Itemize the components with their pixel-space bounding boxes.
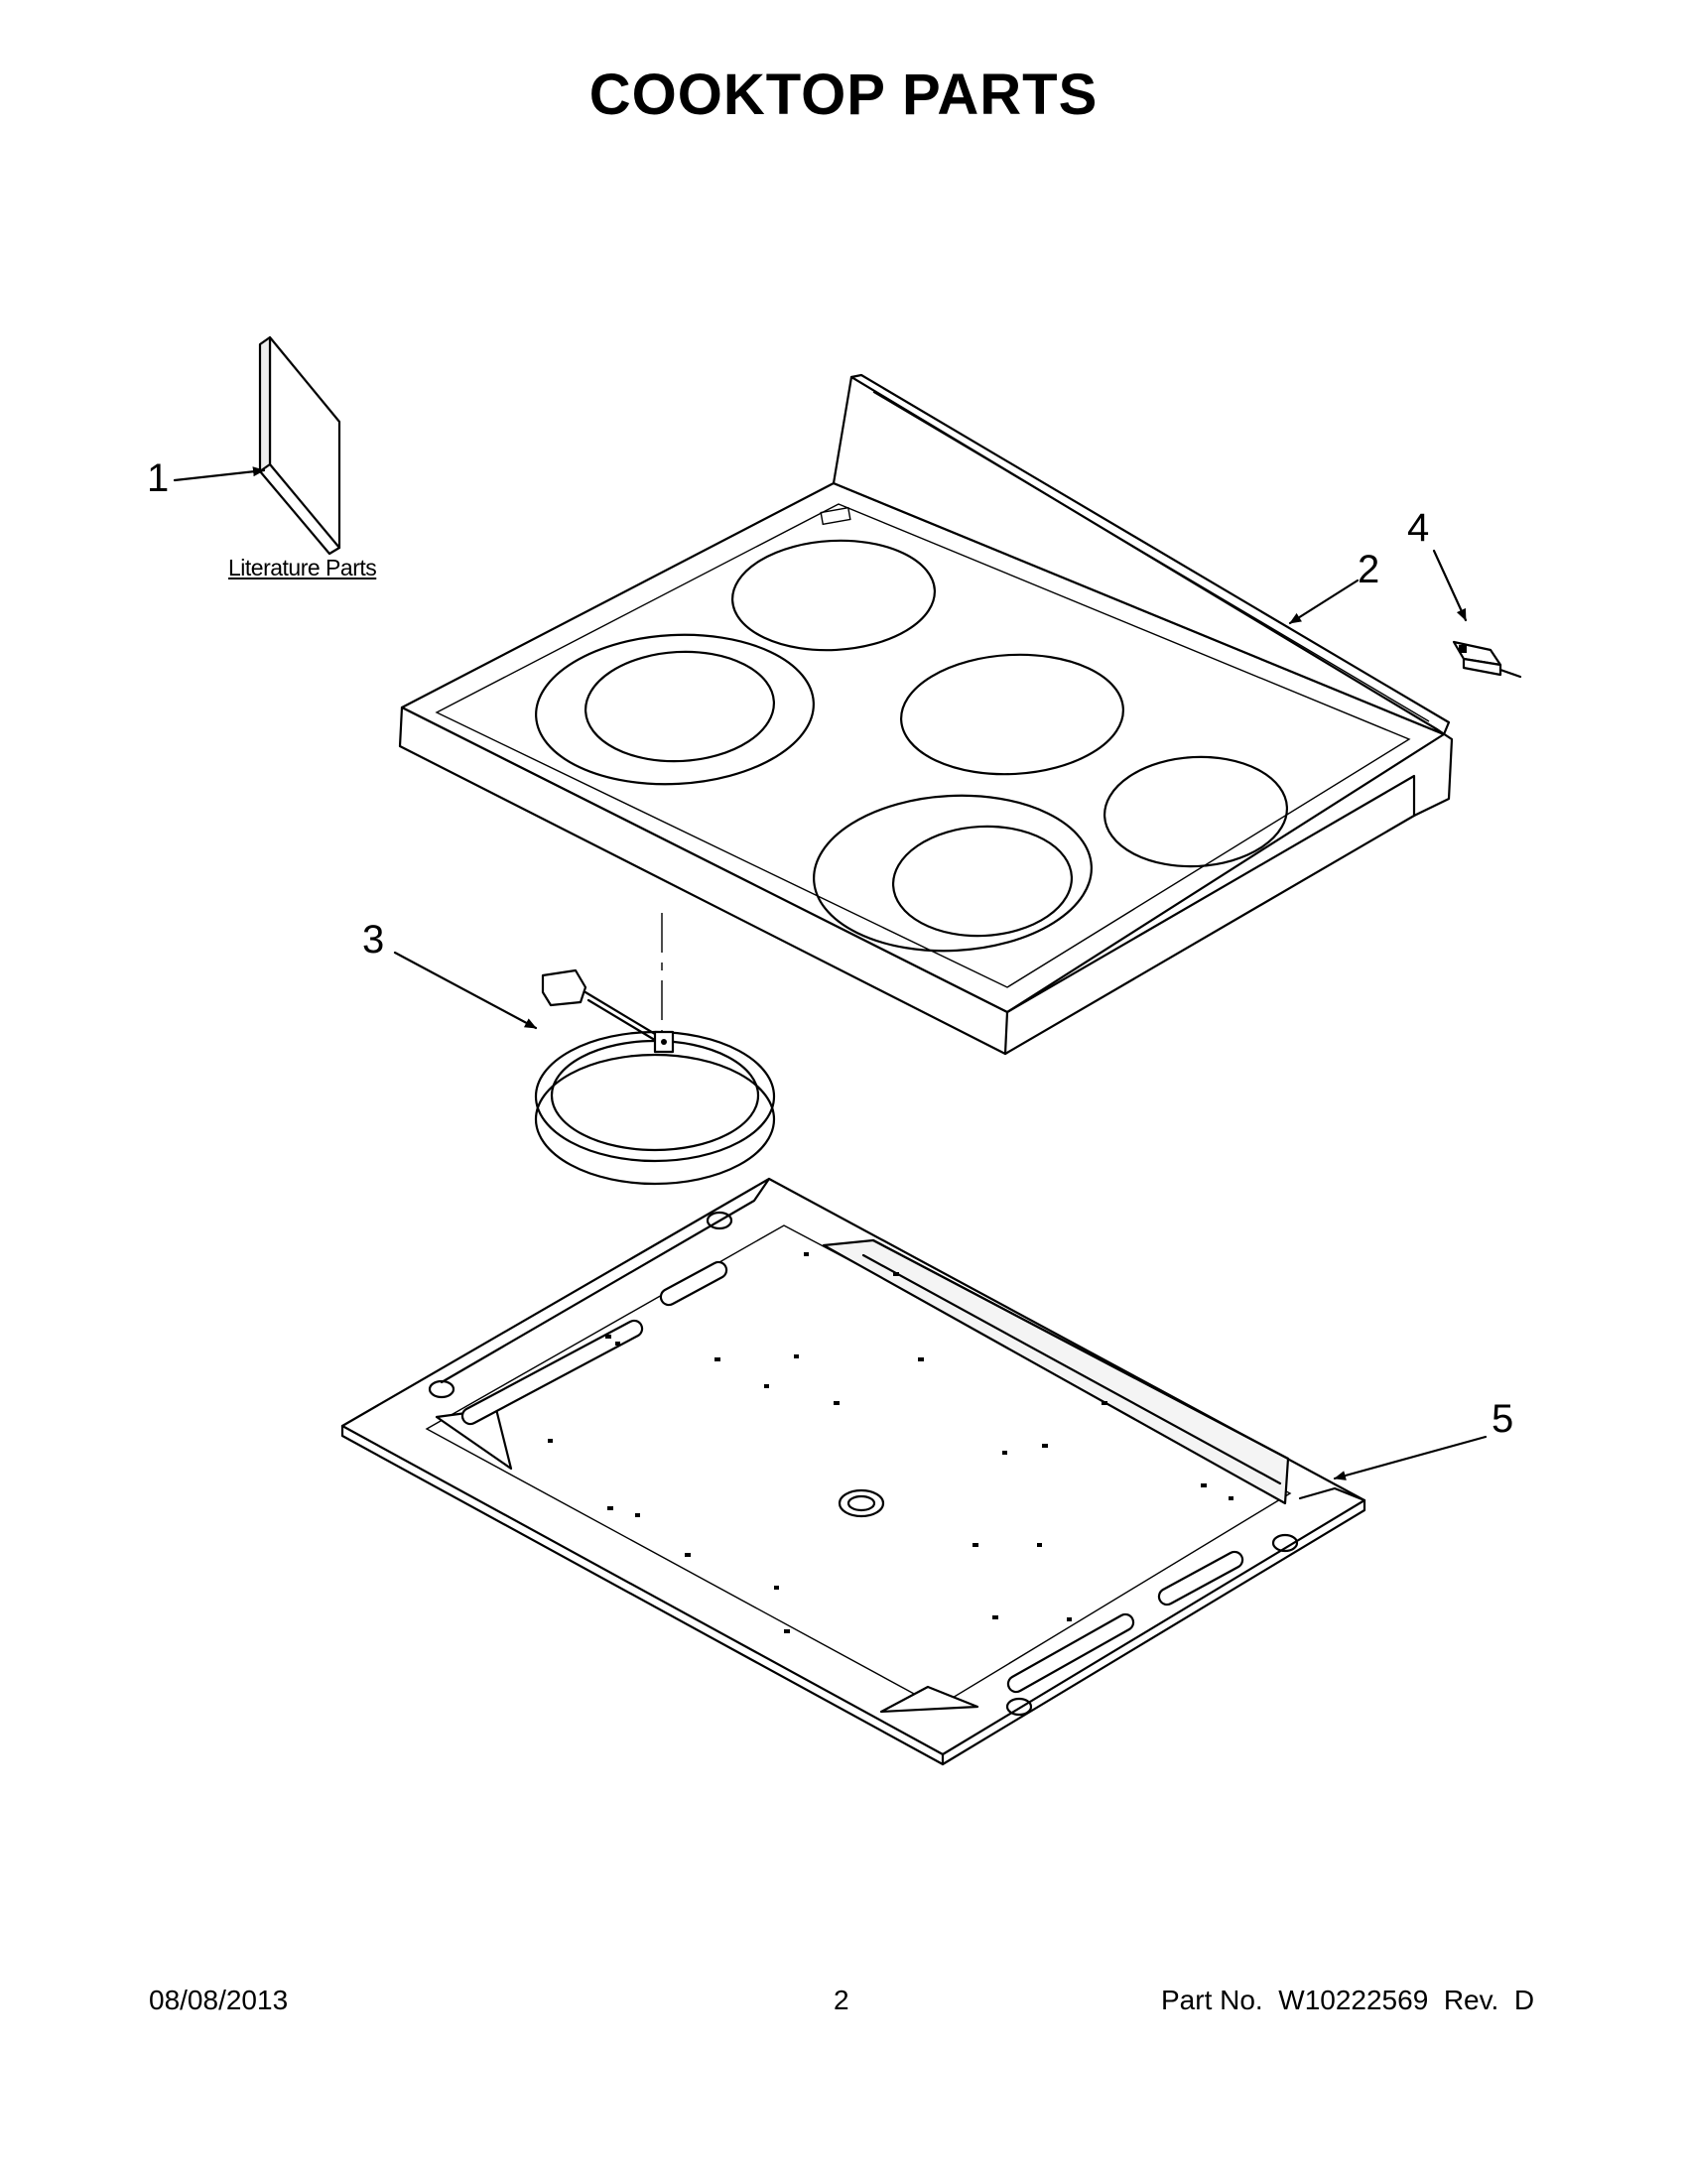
leader-line-3 (393, 951, 538, 1030)
surface-element (534, 968, 776, 1186)
burner-box-tray (340, 1177, 1366, 1766)
terminal-block (1452, 640, 1522, 679)
page-title: COOKTOP PARTS (588, 63, 1099, 127)
literature-booklet (258, 335, 341, 556)
literature-parts-label: Literature Parts (228, 555, 377, 580)
leader-line-4 (1432, 549, 1468, 622)
footer-part-info: Part No. W10222569 Rev. D (1161, 1985, 1535, 2015)
footer-page-number: 2 (834, 1985, 849, 2015)
leader-line-2 (1288, 578, 1360, 625)
leader-line-5 (1333, 1435, 1488, 1480)
callout-5: 5 (1492, 1397, 1514, 1441)
cooktop-assembly (398, 373, 1454, 1056)
footer-date: 08/08/2013 (149, 1985, 289, 2015)
callout-1: 1 (147, 456, 170, 500)
callout-4: 4 (1407, 506, 1430, 550)
callout-3: 3 (362, 918, 385, 962)
callout-2: 2 (1358, 548, 1380, 591)
leader-line-1 (173, 466, 266, 482)
